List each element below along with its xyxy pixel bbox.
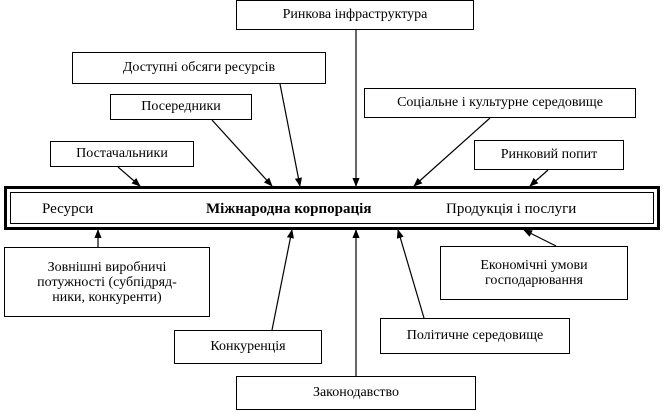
resources-label: Ресурси bbox=[42, 201, 94, 217]
arrow-political-environment bbox=[396, 229, 425, 319]
social-cultural-box: Соціальне і культурне середовище bbox=[364, 88, 636, 118]
corporation-bar bbox=[4, 186, 660, 230]
economic-conditions-box: Економічні умови господарювання bbox=[440, 246, 628, 300]
arrow-competition bbox=[271, 229, 294, 331]
arrow-market-demand bbox=[529, 169, 549, 187]
external-capacity-line-3: ники, конкуренти) bbox=[52, 289, 162, 305]
arrow-suppliers bbox=[117, 166, 141, 187]
arrow-intermediaries bbox=[211, 119, 273, 187]
legislation-box: Законодавство bbox=[236, 376, 476, 410]
political-environment-box: Політичне середовище bbox=[380, 318, 570, 354]
economic-conditions-line-1: Економічні умови bbox=[480, 258, 588, 273]
available-resources-box: Доступні обсяги ресурсів bbox=[72, 52, 326, 84]
suppliers-box: Постачальники bbox=[50, 141, 194, 167]
intermediaries-box: Посередники bbox=[110, 94, 252, 120]
external-capacity-box: Зовнішні виробничі потужності (субпідряд… bbox=[4, 247, 210, 317]
economic-conditions-line-2: господарювання bbox=[485, 273, 583, 288]
products-services-label: Продукція і послуги bbox=[446, 201, 577, 217]
corporation-title: Міжнародна корпорація bbox=[206, 201, 372, 217]
competition-box: Конкуренція bbox=[174, 330, 322, 364]
external-capacity-line-2: потужності (субпідряд- bbox=[37, 274, 177, 290]
arrow-economic-conditions bbox=[523, 229, 557, 247]
corporation-bar-inner-border bbox=[10, 192, 654, 224]
market-infrastructure-box: Ринкова інфраструктура bbox=[236, 0, 474, 30]
arrow-available-resources bbox=[279, 83, 302, 187]
market-demand-box: Ринковий попит bbox=[474, 140, 624, 170]
external-capacity-line-1: Зовнішні виробничі bbox=[47, 259, 167, 275]
